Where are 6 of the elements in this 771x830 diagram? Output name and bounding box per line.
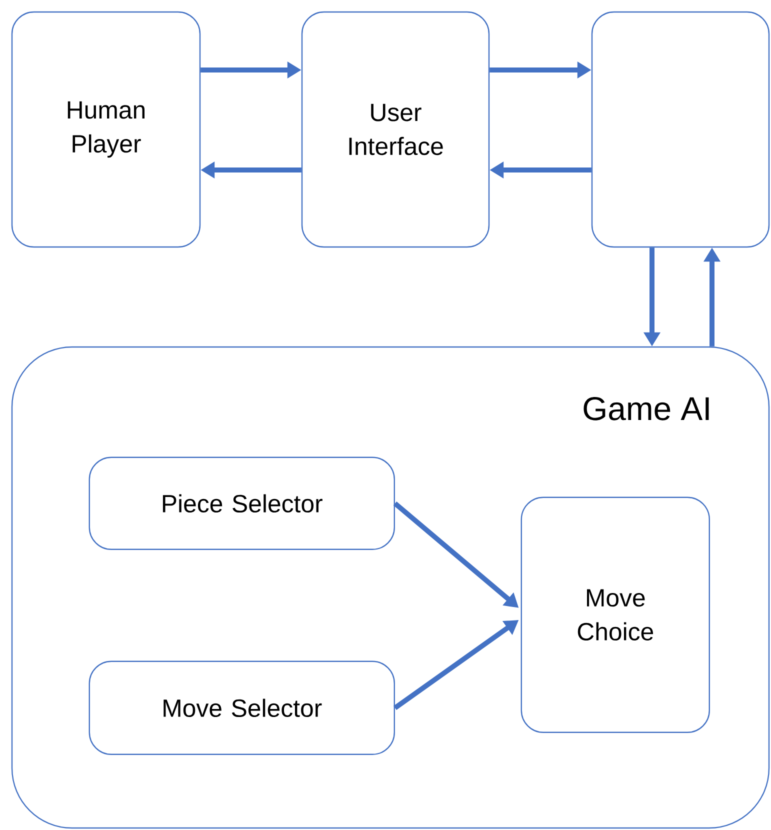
process-box: User Interface — [301, 11, 490, 248]
process-box: Move Selector — [88, 660, 395, 755]
process-box: Move Choice — [520, 496, 710, 733]
process-box: Human Player — [11, 11, 201, 248]
process-box: Piece Selector — [88, 456, 395, 550]
process-box — [591, 11, 770, 248]
